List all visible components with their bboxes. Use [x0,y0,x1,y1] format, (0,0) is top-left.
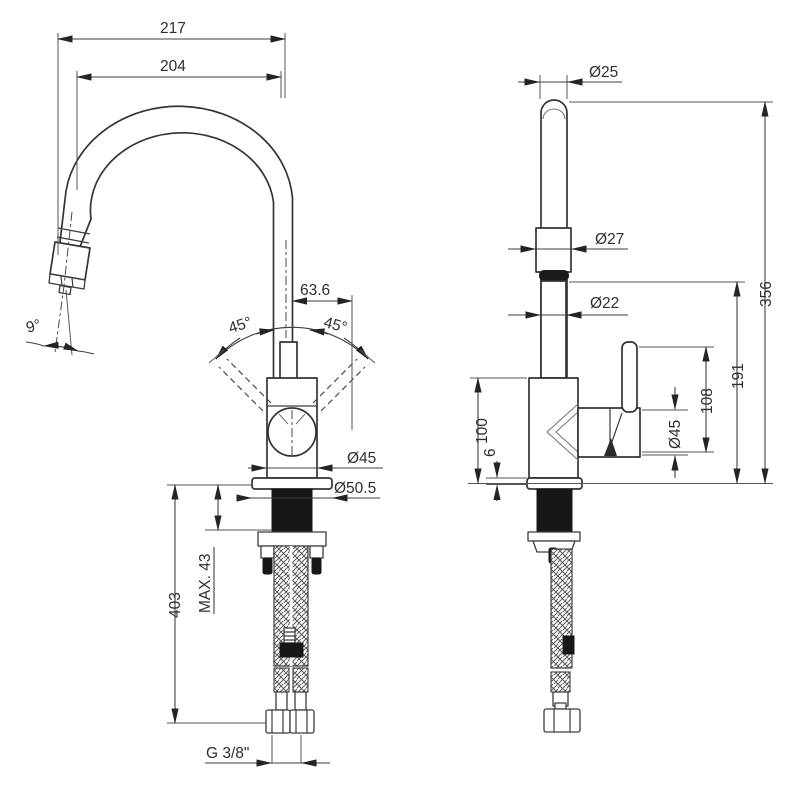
hex-nut-flats [271,710,308,733]
spout-seam [56,227,91,244]
dim-356: 356 [758,281,775,307]
handle-lever [621,341,638,413]
base-flange-front [251,477,333,490]
clamp-left [260,545,275,559]
dim-thread: G 3/8" [206,745,249,762]
ext-108 [639,346,714,453]
dim-dia25: Ø25 [589,64,618,81]
hose-connector-block [279,642,304,658]
aerator-housing [535,227,572,273]
spray-nub [58,284,72,296]
ext-thread [271,735,302,763]
ext-dia45-side [642,409,688,456]
hose-end-right [294,691,307,711]
mounting-washer-front [257,531,327,547]
dim-191: 191 [730,363,747,389]
clamp-right [309,545,324,559]
spray-aerator [48,273,86,290]
dim-45-left: 45° [226,314,254,337]
dim-403: 403 [167,592,184,618]
clamp-bolt-right [311,557,322,575]
side-view [468,99,773,733]
hub-shadow [604,438,617,456]
hex-nut-side [543,708,581,733]
tube-cap-seam [542,108,566,120]
dim-6: 6 [482,448,499,457]
dim-dia50.5: Ø50.5 [334,480,376,497]
hex-nut-side-flats [553,709,571,732]
angle-arc [43,341,79,352]
ext-6 [486,477,527,485]
dim-dia27: Ø27 [595,231,624,248]
side-dimensions: Ø25 Ø27 Ø22 108 Ø45 191 356 100 [470,64,775,501]
aerator-ring [539,270,569,281]
dim-dia45-front: Ø45 [347,450,376,467]
faucet-body-side [528,377,579,479]
front-dimensions: 217 204 63.6 45° 45° 9° Ø45 Ø50.5 [24,20,383,767]
dim-max43: MAX. 43 [197,554,214,613]
spout-axis-dashed [54,211,73,353]
dim-217: 217 [160,20,186,37]
spray-aerator-slots [60,276,74,288]
dim-45-right: 45° [322,314,349,336]
cartridge-chevron-outer [546,403,579,461]
cartridge-chevron-inner [555,411,579,453]
ext-217 [57,33,286,255]
spray-head [49,241,91,281]
handle-rod-front [279,341,298,381]
swing-arrow-left [215,337,241,360]
hose-end-left [275,691,288,711]
dim-dia45-side: Ø45 [667,420,684,449]
hose-clip-side [562,635,575,655]
mounting-washer-side [527,531,581,542]
dim-dia22: Ø22 [590,295,619,312]
threaded-shank-front [271,488,313,533]
hex-nut-right [289,709,315,734]
tip-tube [540,280,567,379]
handle-ghost-right [312,358,366,412]
dim-100: 100 [474,418,491,444]
front-view [48,105,366,734]
hose-tail-side [550,671,571,693]
swing-arrow-right [343,337,369,360]
swing-arrow-center-left [255,328,275,336]
nut-collar-side [554,702,567,710]
dim-204: 204 [160,58,186,75]
dim-108: 108 [699,388,716,414]
threaded-shank-side [536,488,573,533]
hex-nut-left [265,709,291,734]
ball-detail [278,413,306,425]
handle-ghost-left [218,358,272,412]
dim-63.6: 63.6 [300,282,330,299]
clamp-bolt-left [262,557,273,575]
swing-arc-ticks [208,349,376,364]
swing-arrow-center-right [309,328,329,336]
hose-tail-right [292,667,309,693]
dim-9: 9° [24,317,43,337]
angle-arc-tail-right [77,350,95,355]
hose-connector-ribs [284,631,295,641]
hose-tail-left [273,667,290,693]
swing-arc [215,326,369,360]
